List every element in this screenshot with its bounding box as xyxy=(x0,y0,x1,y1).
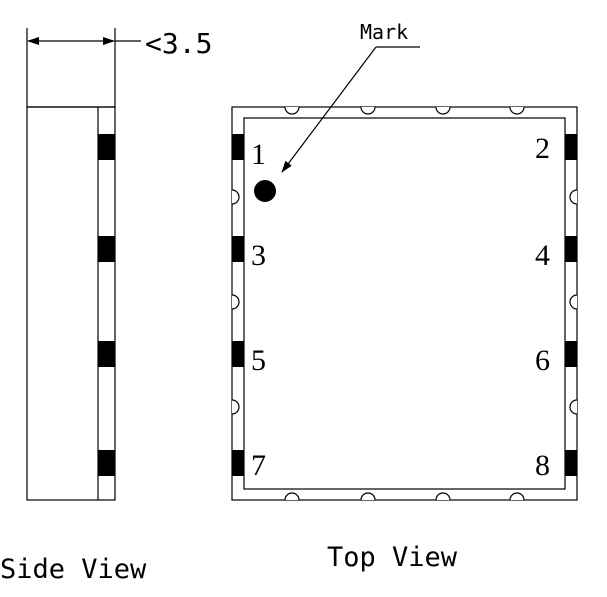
castellation xyxy=(231,189,240,205)
castellation xyxy=(360,492,376,501)
package-inner-outline xyxy=(243,117,566,490)
side-view-body xyxy=(26,106,116,501)
side-view-pad xyxy=(98,450,115,476)
pin-label-6: 6 xyxy=(535,344,550,377)
castellation xyxy=(509,492,525,501)
side-view-title: Side View xyxy=(0,554,147,585)
bottom-edge-castellations xyxy=(284,492,525,501)
top-edge-castellations xyxy=(284,106,525,115)
castellation xyxy=(569,399,578,415)
pin-pad-1 xyxy=(232,134,244,160)
pin-label-5: 5 xyxy=(251,344,266,377)
pin-label-2: 2 xyxy=(535,132,550,165)
pin-label-3: 3 xyxy=(251,239,266,272)
package-outline xyxy=(231,106,578,501)
top-view-title: Top View xyxy=(327,542,458,573)
pin-pad-6 xyxy=(565,341,577,367)
castellation xyxy=(231,294,240,310)
castellation xyxy=(284,492,300,501)
castellation xyxy=(569,294,578,310)
side-view: <3.5 Side View xyxy=(0,27,212,585)
mark-label: Mark xyxy=(360,20,408,44)
right-edge-castellations xyxy=(569,189,578,415)
castellation xyxy=(435,492,451,501)
castellation xyxy=(509,106,525,115)
pin1-mark-dot xyxy=(254,180,276,202)
castellation xyxy=(360,106,376,115)
pin-pad-8 xyxy=(565,450,577,476)
side-view-pad xyxy=(98,341,115,367)
left-edge-castellations xyxy=(231,189,240,415)
pin-pad-3 xyxy=(232,236,244,262)
pin-pad-5 xyxy=(232,341,244,367)
pin-label-4: 4 xyxy=(535,239,550,272)
pin-pad-2 xyxy=(565,134,577,160)
side-view-pad xyxy=(98,134,115,160)
pin-pad-7 xyxy=(232,450,244,476)
castellation xyxy=(435,106,451,115)
top-view: 1 2 3 4 5 6 7 8 Mark Top View xyxy=(231,20,578,573)
pin-label-7: 7 xyxy=(251,449,266,482)
dimension-text: <3.5 xyxy=(145,27,212,60)
side-view-pad xyxy=(98,236,115,262)
castellation xyxy=(284,106,300,115)
castellation xyxy=(231,399,240,415)
pin-label-1: 1 xyxy=(251,138,266,171)
mark-arrow xyxy=(281,46,377,173)
castellation xyxy=(569,189,578,205)
pin-label-8: 8 xyxy=(535,449,550,482)
pin-pad-4 xyxy=(565,236,577,262)
